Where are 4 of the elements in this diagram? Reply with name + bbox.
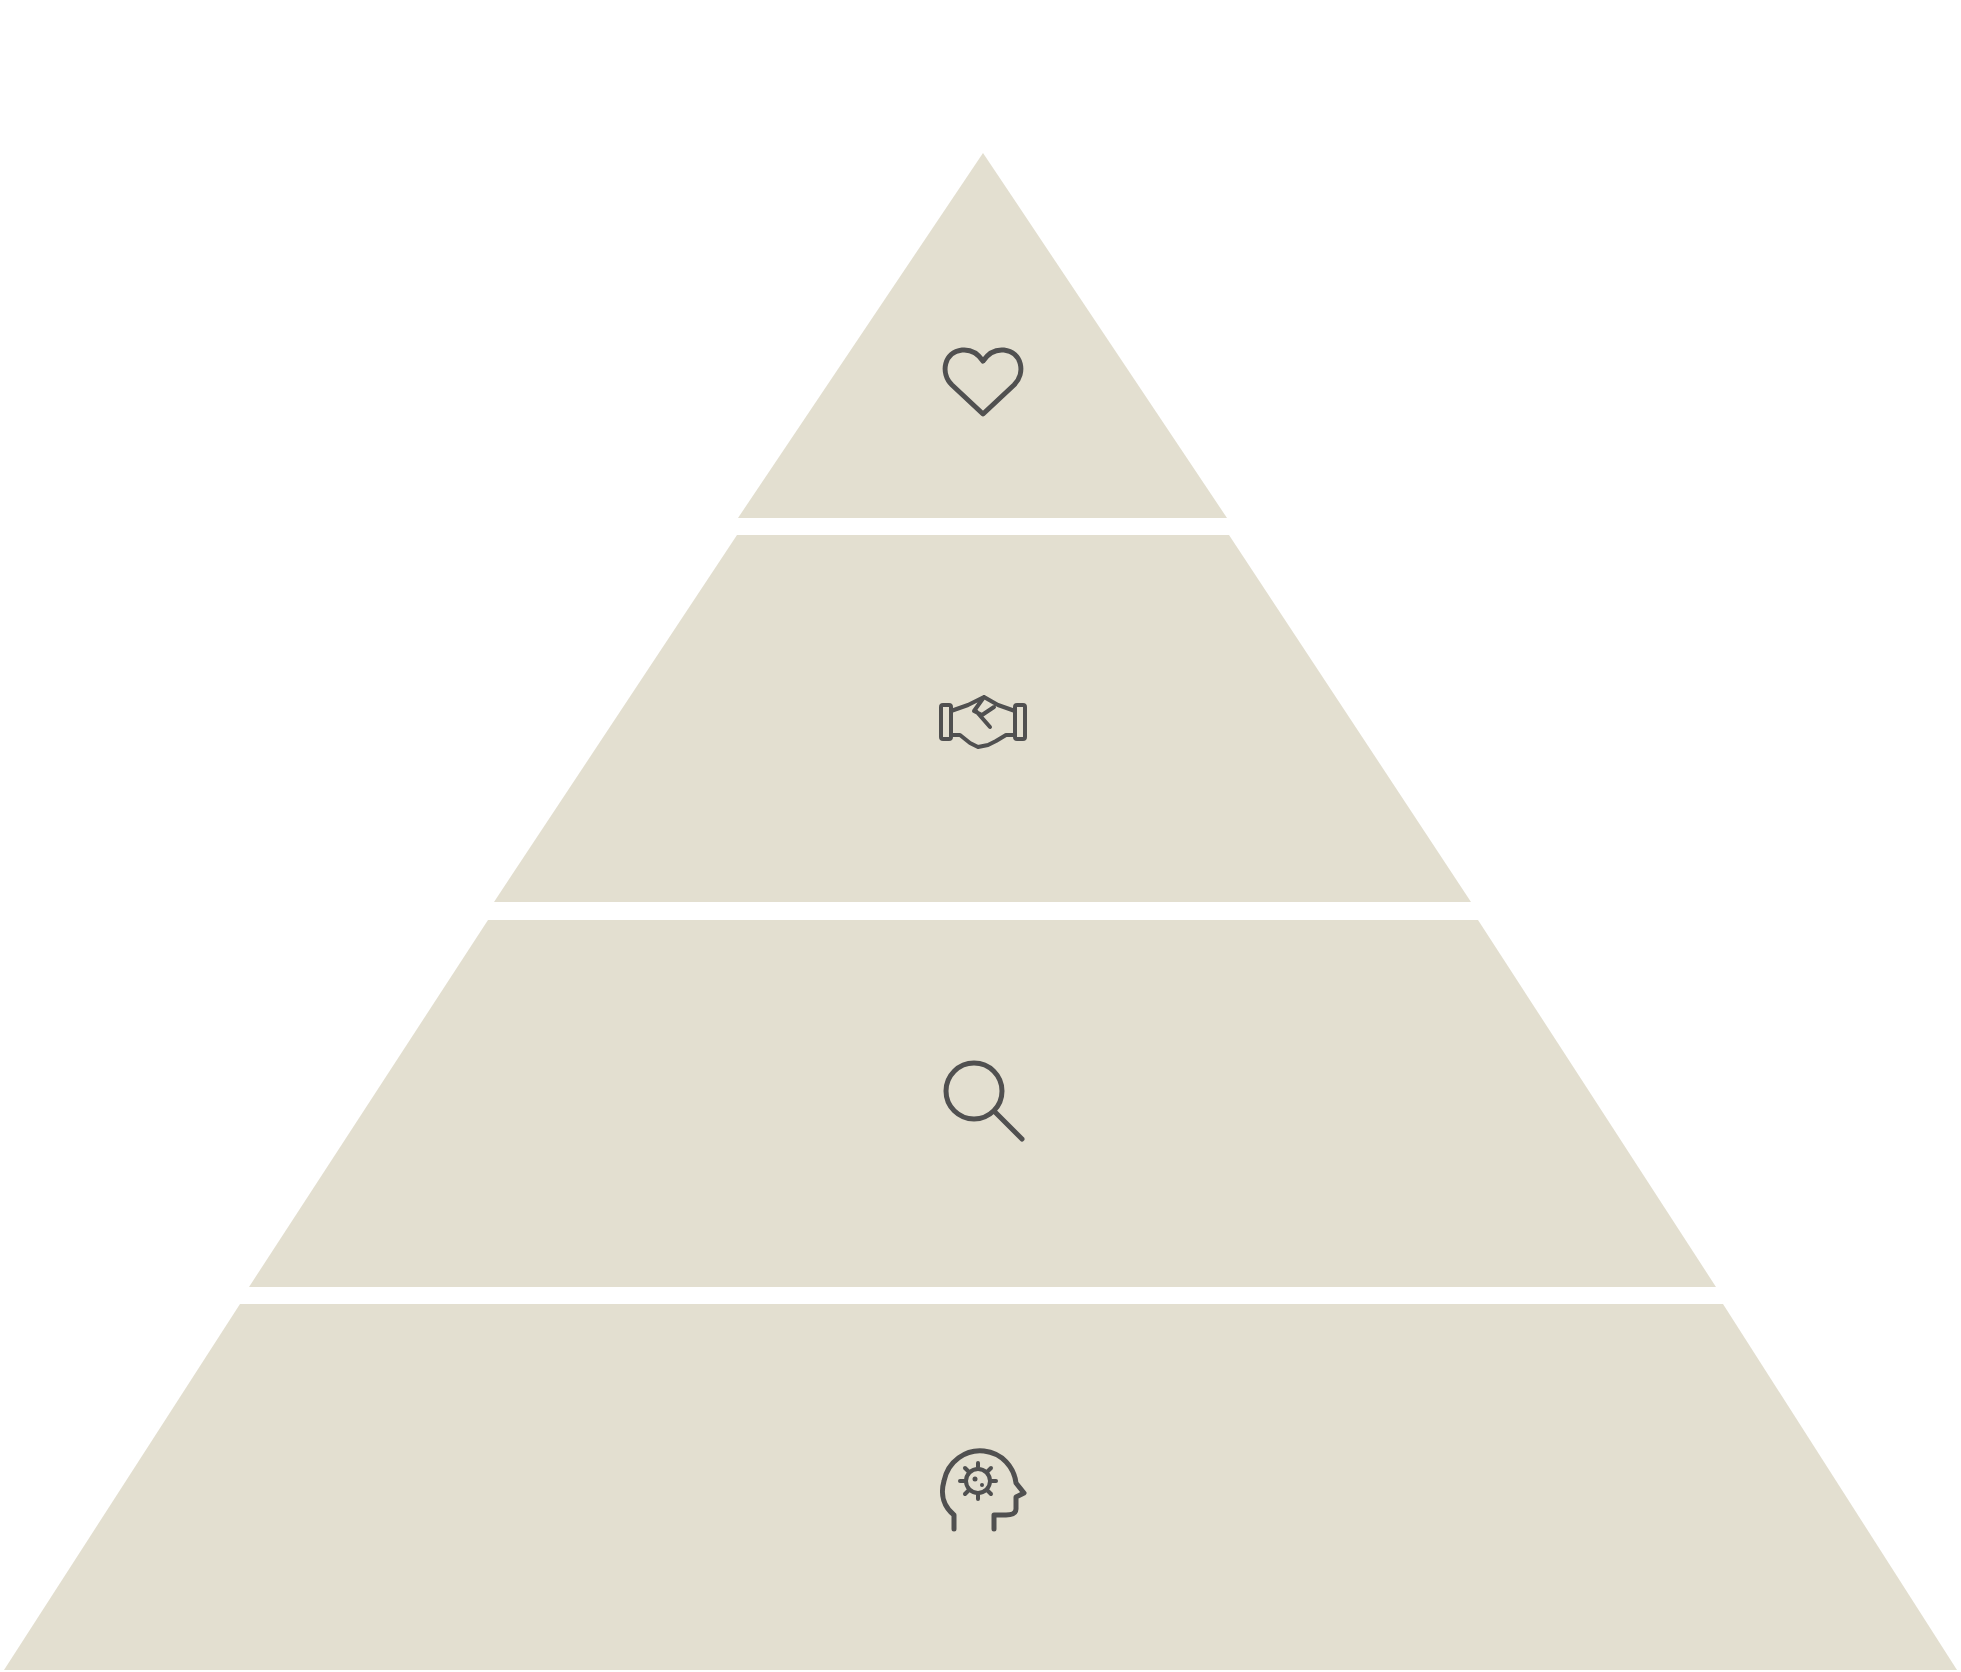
pyramid-tier [494, 535, 1471, 902]
pyramid-tier [4, 1304, 1957, 1670]
pyramid-tier [249, 920, 1716, 1287]
pyramid-top-tier [738, 153, 1227, 518]
